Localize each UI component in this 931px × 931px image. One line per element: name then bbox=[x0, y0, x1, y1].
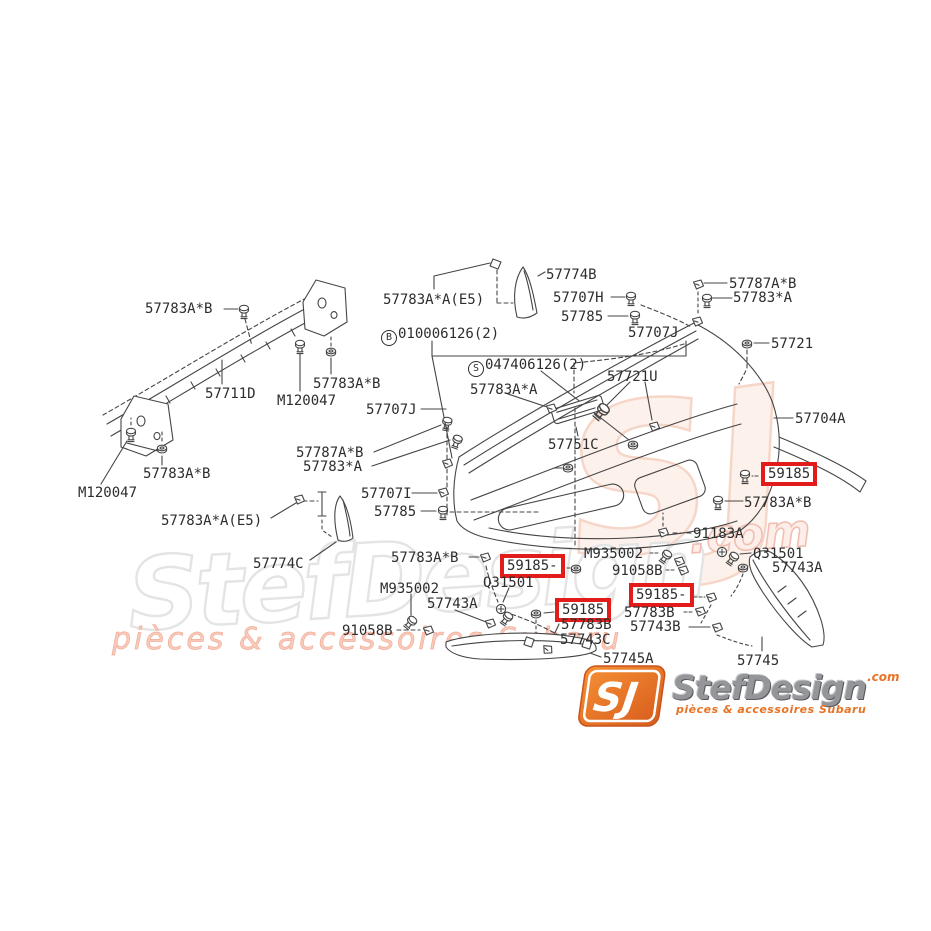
logo-brand-text: StefDesign bbox=[672, 668, 867, 707]
part-label: 57774C bbox=[253, 556, 304, 572]
part-label: 57783A*B bbox=[143, 466, 211, 482]
part-label: Q31501 bbox=[483, 575, 534, 591]
part-label: 57783A*B bbox=[744, 495, 812, 511]
part-label: 91183A bbox=[693, 526, 744, 542]
part-label: 57743A bbox=[427, 596, 478, 612]
part-label-highlighted: 59185 bbox=[761, 462, 818, 486]
part-label: 57707H bbox=[553, 290, 604, 306]
part-label: 57745 bbox=[737, 653, 780, 669]
part-label: 57783*A bbox=[733, 290, 793, 306]
part-label: 91058B bbox=[342, 623, 393, 639]
part-label: 57751C bbox=[548, 437, 599, 453]
logo-tld-text: .com bbox=[867, 670, 900, 684]
part-label: M120047 bbox=[277, 393, 337, 409]
part-label: 57745A bbox=[603, 651, 654, 667]
part-label: 57704A bbox=[795, 411, 846, 427]
part-label-highlighted: 59185 bbox=[555, 598, 612, 622]
part-label: M935002 bbox=[380, 581, 440, 597]
part-label: 57707J bbox=[628, 325, 679, 341]
part-label-highlighted: 59185- bbox=[500, 554, 565, 578]
part-label: 57707I bbox=[361, 486, 412, 502]
watermark-suffix: .com bbox=[687, 504, 812, 564]
part-label: 57783B bbox=[624, 605, 675, 621]
exploded-view-art bbox=[100, 258, 867, 661]
svg-text:SJ: SJ bbox=[590, 675, 640, 721]
part-label: 57743A bbox=[772, 560, 823, 576]
part-label: 57783B bbox=[561, 617, 612, 633]
part-label: 57783*A bbox=[303, 459, 363, 475]
circled-B-icon: B bbox=[381, 330, 397, 346]
stefdesign-logo-spacer bbox=[584, 662, 666, 726]
part-label: 57783A*B bbox=[313, 376, 381, 392]
circled-S-icon: S bbox=[468, 361, 484, 377]
part-label: 57721U bbox=[607, 369, 658, 385]
part-label-highlighted: 59185- bbox=[629, 583, 694, 607]
part-label: Q31501 bbox=[753, 546, 804, 562]
part-label: 57721 bbox=[771, 336, 814, 352]
part-label: 57774B bbox=[546, 267, 597, 283]
stefdesign-logo: StefDesign.com pièces & accessoires Suba… bbox=[584, 662, 900, 726]
part-label: M935002 bbox=[584, 546, 644, 562]
part-label: 57743C bbox=[560, 632, 611, 648]
part-label: 57783A*A(E5) bbox=[161, 513, 263, 529]
part-label: M120047 bbox=[78, 485, 138, 501]
part-label: 57743B bbox=[630, 619, 681, 635]
part-label: 57783A*B bbox=[391, 550, 459, 566]
part-label: 57783A*A bbox=[470, 382, 538, 398]
part-label: 57787A*B bbox=[296, 445, 364, 461]
part-label: 57783A*A(E5) bbox=[383, 292, 485, 308]
part-label: 57785 bbox=[561, 309, 604, 325]
part-label: 57787A*B bbox=[729, 276, 797, 292]
part-label: 91058B bbox=[612, 563, 663, 579]
part-label: 57707J bbox=[366, 402, 417, 418]
stefdesign-monogram-icon: SJ bbox=[578, 665, 666, 727]
part-label: 57785 bbox=[374, 504, 417, 520]
logo-tagline-text: pièces & accessoires Subaru bbox=[676, 703, 867, 716]
part-label: 57711D bbox=[205, 386, 256, 402]
part-label: 57783A*B bbox=[145, 301, 213, 317]
